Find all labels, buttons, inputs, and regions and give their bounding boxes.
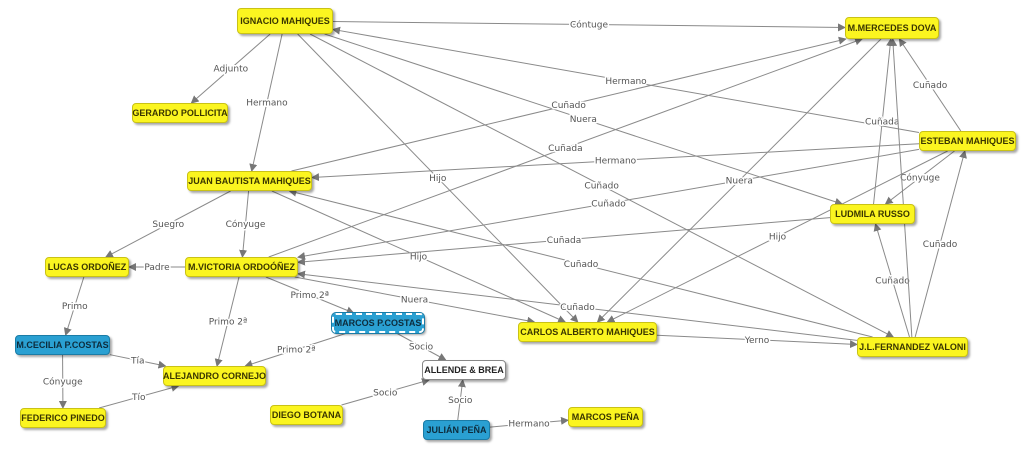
node-mvictoria[interactable]: M.VICTORIA ORDOÓÑEZ (185, 257, 298, 277)
edge-esteban-to-ludmila (884, 150, 955, 205)
edge-mvictoria-to-alejandro (214, 276, 240, 367)
edge-marcoscostas-to-allende (396, 332, 447, 361)
edge-label-esteban-to-mvictoria: Cuñado (591, 199, 626, 209)
edge-label-marcoscostas-to-alejandro: Primo 2ª (277, 346, 316, 356)
edge-ignacio-to-mercedes (332, 21, 846, 32)
edge-ignacio-to-gerardo (190, 33, 271, 104)
edge-label-mercedes-to-carlos: Nuera (726, 177, 753, 187)
edge-carlos-to-jlfernandez (656, 334, 858, 349)
node-diego[interactable]: DIEGO BOTANA (270, 405, 343, 425)
edge-juanb-to-mvictoria (239, 190, 250, 258)
node-juanb[interactable]: JUAN BAUTISTA MAHIQUES (187, 171, 312, 191)
edge-label-mvictoria-to-lucas: Padre (144, 263, 170, 273)
edge-federico-to-alejandro (98, 384, 180, 409)
node-marcospena[interactable]: MARCOS PEÑA (568, 407, 643, 427)
edge-mvictoria-to-mercedes (268, 37, 863, 258)
edge-label-ignacio-to-jlfernandez: Cuñado (584, 182, 619, 192)
edge-label-jlfernandez-to-mvictoria: Cuñado (560, 303, 595, 313)
edge-mvictoria-to-marcoscostas (265, 276, 355, 315)
edge-marcoscostas-to-alejandro (244, 332, 348, 368)
edge-label-mcecilia-to-federico: Cónyuge (43, 377, 83, 388)
edge-label-esteban-to-ludmila: Cónyuge (900, 173, 940, 184)
edge-label-esteban-to-ignacio: Hermano (605, 77, 647, 87)
edge-juanb-to-mercedes (291, 36, 847, 172)
edge-label-carlos-to-jlfernandez: Yerno (744, 336, 770, 346)
edge-jlfernandez-to-ludmila (873, 223, 910, 338)
node-mcecilia[interactable]: M.CECILIA P.COSTAS (15, 335, 110, 355)
node-esteban[interactable]: ESTEBAN MAHIQUES (919, 131, 1016, 151)
edge-ignacio-to-carlos (297, 33, 579, 323)
edge-jlfernandez-to-mercedes (889, 38, 913, 338)
edge-label-mvictoria-to-marcoscostas: Primo 2ª (290, 291, 329, 301)
edge-diego-to-allende (341, 378, 430, 406)
node-alejandro[interactable]: ALEJANDRO CORNEJO (163, 366, 266, 386)
node-carlos[interactable]: CARLOS ALBERTO MAHIQUES (518, 322, 657, 342)
edge-ignacio-to-juanb (249, 33, 283, 172)
edge-juanb-to-lucas (105, 190, 231, 258)
edge-label-esteban-to-carlos: Hijo (769, 233, 787, 243)
node-jlfernandez[interactable]: J.L.FERNANDEZ VALONI (857, 337, 968, 357)
edge-label-ignacio-to-carlos: Hijo (429, 174, 447, 184)
edge-label-ignacio-to-gerardo: Adjunto (213, 65, 248, 75)
edge-label-mcecilia-to-alejandro: Tía (130, 356, 145, 366)
edge-label-juanb-to-carlos: Hijo (410, 253, 428, 263)
edge-jlfernandez-to-mvictoria (297, 270, 858, 341)
edge-label-esteban-to-mercedes: Cuñado (913, 81, 948, 91)
edge-mvictoria-to-carlos (294, 276, 536, 325)
edge-esteban-to-ignacio (332, 26, 920, 133)
node-julian[interactable]: JULIÁN PEÑA (423, 420, 490, 440)
edge-label-diego-to-allende: Socio (373, 389, 398, 399)
edge-label-mvictoria-to-alejandro: Primo 2ª (209, 318, 248, 328)
edge-label-jlfernandez-to-ludmila: Cuñado (875, 277, 910, 287)
edge-julian-to-marcospena (489, 416, 569, 428)
edge-lucas-to-mcecilia (63, 276, 85, 336)
node-ludmila[interactable]: LUDMILA RUSSO (830, 204, 915, 224)
edge-julian-to-allende (457, 379, 466, 421)
edge-ludmila-to-mvictoria (297, 217, 831, 266)
edge-jlfernandez-to-esteban (914, 150, 967, 338)
edge-label-jlfernandez-to-esteban: Cuñado (923, 240, 958, 250)
edge-label-mvictoria-to-mercedes: Cuñada (548, 144, 582, 154)
edge-label-ignacio-to-ludmila: Nuera (570, 115, 597, 125)
edge-esteban-to-mvictoria (297, 148, 920, 260)
edge-label-federico-to-alejandro: Tío (131, 393, 146, 403)
edge-ignacio-to-jlfernandez (309, 33, 895, 338)
edge-esteban-to-mercedes (898, 38, 962, 132)
edge-label-esteban-to-juanb: Hermano (595, 157, 637, 167)
edge-label-julian-to-marcospena: Hermano (508, 420, 550, 430)
edge-jlfernandez-to-juanb (288, 188, 873, 338)
edge-label-juanb-to-mvictoria: Cónyuge (226, 219, 266, 230)
edge-label-marcoscostas-to-allende: Socio (409, 343, 434, 353)
edge-label-ludmila-to-mercedes: Cuñada (865, 118, 899, 128)
edge-mercedes-to-carlos (596, 38, 882, 323)
edge-label-lucas-to-mcecilia: Primo (62, 302, 88, 312)
edge-mcecilia-to-alejandro (109, 354, 167, 369)
node-mercedes[interactable]: M.MERCEDES DOVA (845, 17, 939, 39)
edge-esteban-to-carlos (606, 150, 948, 323)
node-federico[interactable]: FEDERICO PINEDO (20, 408, 106, 428)
edge-esteban-to-juanb (311, 143, 920, 182)
node-allende[interactable]: ALLENDE & BREA (422, 360, 506, 380)
node-lucas[interactable]: LUCAS ORDOÑEZ (45, 257, 129, 277)
node-marcoscostas[interactable]: MARCOS P.COSTAS (331, 312, 425, 334)
edge-ludmila-to-mercedes (873, 38, 895, 205)
edge-label-ignacio-to-mercedes: Cóntuge (570, 20, 608, 31)
edge-label-jlfernandez-to-juanb: Cuñado (564, 260, 599, 270)
edge-label-juanb-to-mercedes: Cuñado (551, 101, 586, 111)
node-gerardo[interactable]: GERARDO POLLICITA (132, 103, 228, 123)
edge-ignacio-to-ludmila (324, 33, 844, 206)
edge-label-ignacio-to-juanb: Hermano (246, 99, 288, 109)
edge-label-juanb-to-lucas: Suegro (152, 220, 184, 230)
edge-label-mvictoria-to-carlos: Nuera (401, 296, 428, 306)
node-ignacio[interactable]: IGNACIO MAHIQUES (237, 8, 333, 34)
edge-label-ludmila-to-mvictoria: Cuñada (547, 236, 581, 246)
edge-label-julian-to-allende: Socio (448, 396, 473, 406)
